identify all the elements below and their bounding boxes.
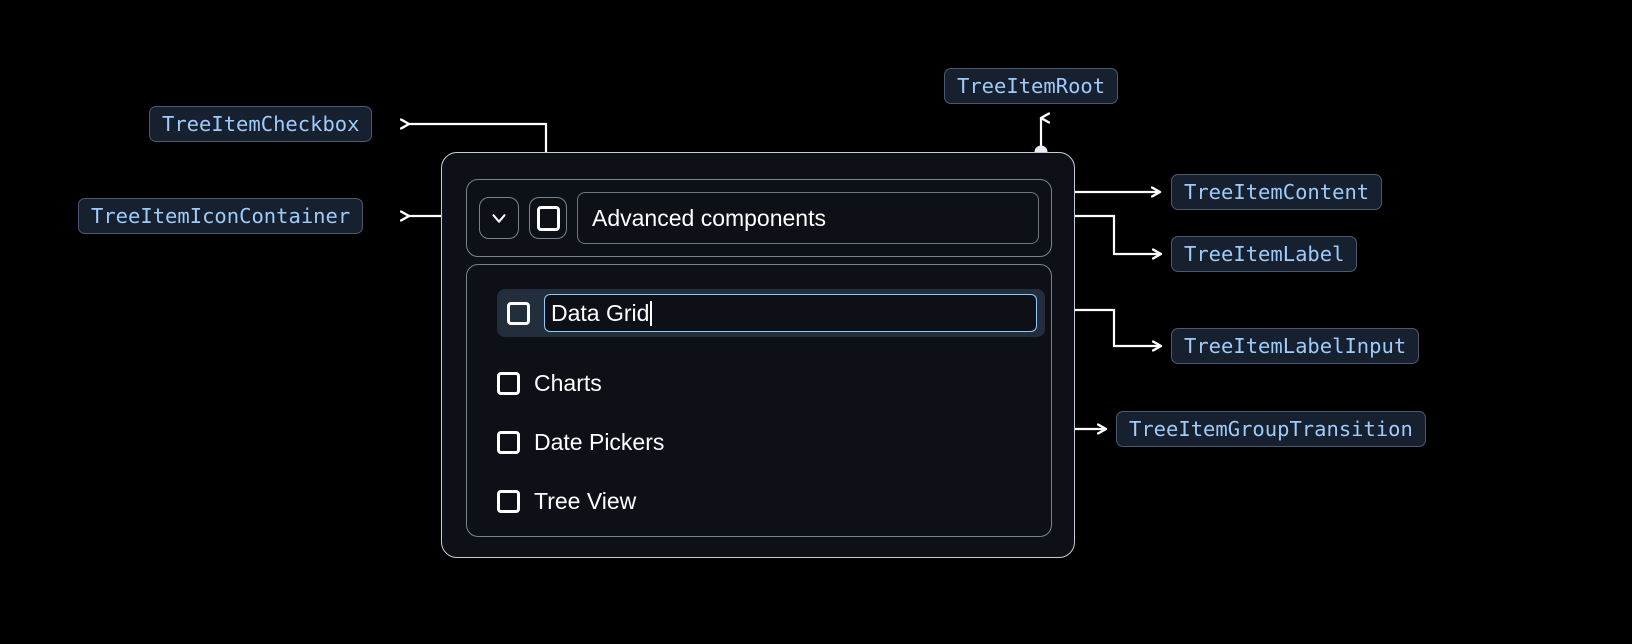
tree-item-label: Advanced components bbox=[577, 192, 1039, 244]
tree-item-label: Date Pickers bbox=[534, 428, 665, 455]
annotation-tree-item-label[interactable]: TreeItemLabel bbox=[1171, 236, 1358, 272]
tree-item-content[interactable]: Advanced components bbox=[466, 179, 1052, 257]
chevron-down-icon bbox=[488, 207, 510, 229]
tree-item-label: Tree View bbox=[534, 487, 637, 514]
text-caret bbox=[650, 300, 653, 326]
annotation-tree-item-icon-container[interactable]: TreeItemIconContainer bbox=[78, 198, 364, 234]
annotation-tree-item-group-transition[interactable]: TreeItemGroupTransition bbox=[1116, 411, 1426, 447]
tree-child-row-charts[interactable]: Charts bbox=[497, 361, 1045, 405]
tree-item-root[interactable]: Advanced components Data Grid Charts Dat… bbox=[441, 152, 1075, 558]
tree-child-row-data-grid[interactable]: Data Grid bbox=[497, 289, 1045, 337]
tree-item-group-transition: Data Grid Charts Date Pickers Tree View bbox=[466, 264, 1052, 537]
tree-item-label-input[interactable]: Data Grid bbox=[544, 294, 1037, 332]
annotation-tree-item-checkbox[interactable]: TreeItemCheckbox bbox=[149, 106, 373, 142]
tree-item-label: Charts bbox=[534, 369, 602, 396]
checkbox-unchecked-icon[interactable] bbox=[507, 301, 530, 325]
tree-item-icon-container[interactable] bbox=[479, 197, 519, 239]
tree-item-label-text: Advanced components bbox=[592, 204, 826, 231]
label-input-value: Data Grid bbox=[551, 299, 650, 326]
checkbox-unchecked-icon bbox=[536, 205, 560, 231]
tree-child-row-date-pickers[interactable]: Date Pickers bbox=[497, 420, 1045, 464]
checkbox-unchecked-icon[interactable] bbox=[497, 489, 520, 513]
checkbox-unchecked-icon[interactable] bbox=[497, 371, 520, 395]
annotation-tree-item-label-input[interactable]: TreeItemLabelInput bbox=[1171, 328, 1420, 364]
annotation-tree-item-content[interactable]: TreeItemContent bbox=[1171, 174, 1383, 210]
annotation-tree-item-root[interactable]: TreeItemRoot bbox=[944, 68, 1119, 104]
tree-item-checkbox[interactable] bbox=[529, 197, 567, 239]
tree-child-row-tree-view[interactable]: Tree View bbox=[497, 479, 1045, 523]
checkbox-unchecked-icon[interactable] bbox=[497, 430, 520, 454]
